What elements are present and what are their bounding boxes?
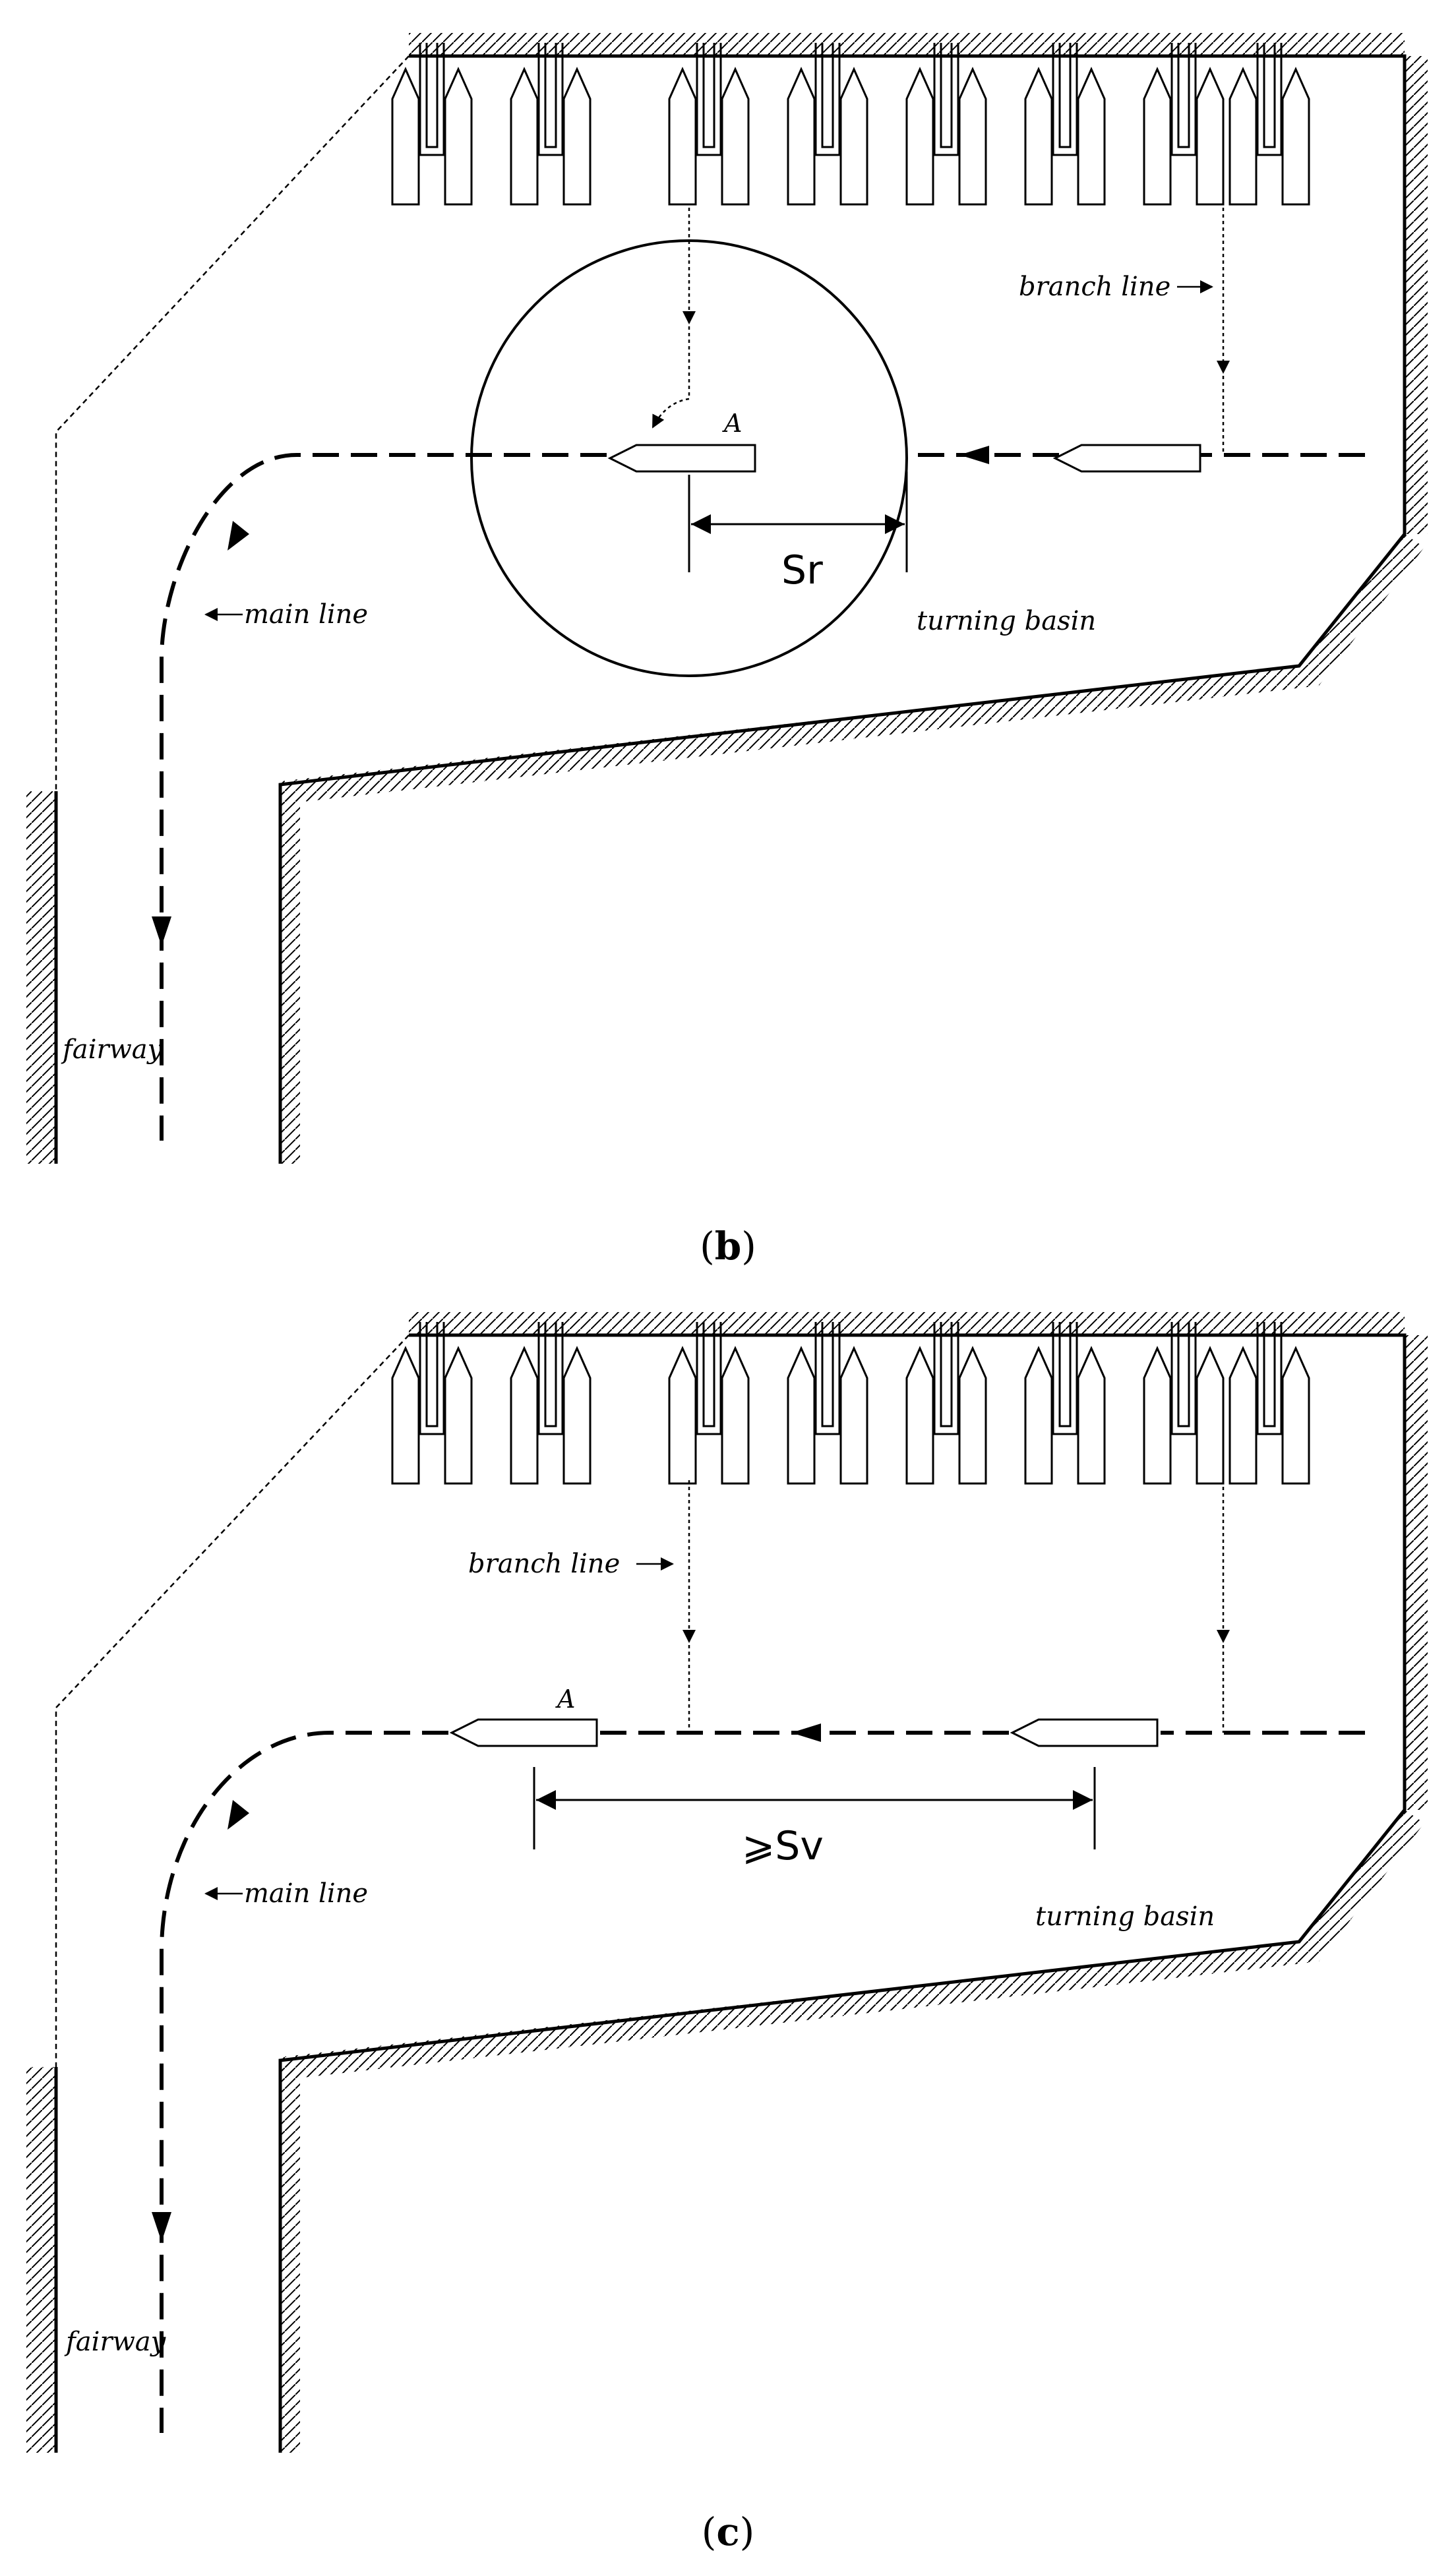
point-a-label: A — [555, 1685, 575, 1714]
pier-slot — [814, 43, 841, 156]
vessel-a — [449, 1718, 598, 1747]
berthed-vessel — [1024, 67, 1053, 206]
main-line-label: main line — [244, 1878, 368, 1909]
berthed-vessel — [958, 67, 987, 206]
berthed-vessel — [905, 67, 934, 206]
berthed-vessel — [391, 67, 420, 206]
berthed-vessel — [787, 1346, 816, 1485]
berthed-vessel — [1281, 67, 1310, 206]
panel-c-caption: (c) — [702, 2509, 755, 2554]
berthed-vessel — [721, 1346, 750, 1485]
distance-sv-label: ⩾Sv — [742, 1823, 824, 1869]
vessel — [1010, 1718, 1159, 1747]
pier-slot — [933, 1322, 959, 1435]
berthed-vessel — [1143, 1346, 1172, 1485]
berthed-vessel — [1024, 1346, 1053, 1485]
dimension-sr — [688, 471, 908, 572]
shore-hatching — [26, 1312, 1428, 2453]
basin-boundary — [54, 54, 1407, 1164]
pier-slot — [1170, 1322, 1197, 1435]
pier-slot — [419, 1322, 445, 1435]
berthed-vessel — [391, 1346, 420, 1485]
branch-line — [682, 1480, 1230, 1733]
pier-slot — [537, 1322, 564, 1435]
berthed-vessel — [444, 67, 473, 206]
berthed-vessel — [721, 67, 750, 206]
berthed-vessel — [1143, 67, 1172, 206]
branch-line — [652, 208, 1230, 455]
vessel-a — [607, 444, 756, 473]
berthed-vessel — [562, 67, 592, 206]
shore-hatching — [26, 33, 1428, 1164]
main-line-arrow — [791, 1723, 821, 1742]
open-boundary — [55, 1334, 410, 2067]
pier-slot — [1170, 43, 1197, 156]
panel-b-caption: (b) — [700, 1224, 756, 1269]
berthed-vessel — [1228, 1346, 1258, 1485]
branch-line-label: branch line — [468, 1549, 620, 1579]
turning-basin-label: turning basin — [917, 606, 1096, 636]
berthed-vessel — [1077, 67, 1106, 206]
berthed-vessel — [1077, 1346, 1106, 1485]
turning-basin-label: turning basin — [1035, 1902, 1215, 1932]
fairway-label: fairway — [61, 1034, 164, 1065]
pier-slot — [696, 1322, 722, 1435]
fairway-label: fairway — [64, 2327, 167, 2357]
berthed-vessel — [444, 1346, 473, 1485]
berthed-vessel — [958, 1346, 987, 1485]
pier-slot — [696, 43, 722, 156]
berthed-vessels — [391, 1322, 1310, 1485]
dimension-sv — [533, 1767, 1096, 1849]
pier-slot — [814, 1322, 841, 1435]
berthed-vessel — [1281, 1346, 1310, 1485]
main-line-arrow — [152, 2212, 171, 2242]
pier-slot — [1256, 43, 1283, 156]
berthed-vessel — [510, 67, 539, 206]
basin-boundary — [54, 1333, 1407, 2453]
pier-slot — [537, 43, 564, 156]
main-line-arrow — [959, 446, 989, 464]
main-line-label: main line — [244, 599, 368, 630]
berthed-vessel — [1196, 67, 1225, 206]
vessel — [1052, 444, 1201, 473]
pier-slot — [419, 43, 445, 156]
berthed-vessel — [839, 1346, 868, 1485]
berthed-vessel — [839, 67, 868, 206]
pier-slot — [1256, 1322, 1283, 1435]
main-line — [160, 453, 1365, 1141]
panel-b: branch line main line turning basin fair… — [26, 33, 1428, 1269]
berthed-vessels — [391, 43, 1310, 206]
berthed-vessel — [787, 67, 816, 206]
berthed-vessel — [668, 1346, 697, 1485]
main-line-arrow — [228, 521, 249, 551]
berthed-vessel — [1228, 67, 1258, 206]
pier-slot — [1052, 43, 1078, 156]
point-a-label: A — [722, 409, 742, 438]
main-line-arrow — [228, 1800, 249, 1830]
berthed-vessel — [562, 1346, 592, 1485]
branch-line-label: branch line — [1019, 272, 1170, 302]
berthed-vessel — [905, 1346, 934, 1485]
berthed-vessel — [1196, 1346, 1225, 1485]
pier-slot — [1052, 1322, 1078, 1435]
berthed-vessel — [510, 1346, 539, 1485]
main-line-arrow — [152, 916, 171, 946]
distance-sr-label: Sr — [781, 547, 823, 593]
panel-c: branch line main line turning basin fair… — [26, 1312, 1428, 2554]
open-boundary — [55, 55, 410, 791]
pier-slot — [933, 43, 959, 156]
berthed-vessel — [668, 67, 697, 206]
